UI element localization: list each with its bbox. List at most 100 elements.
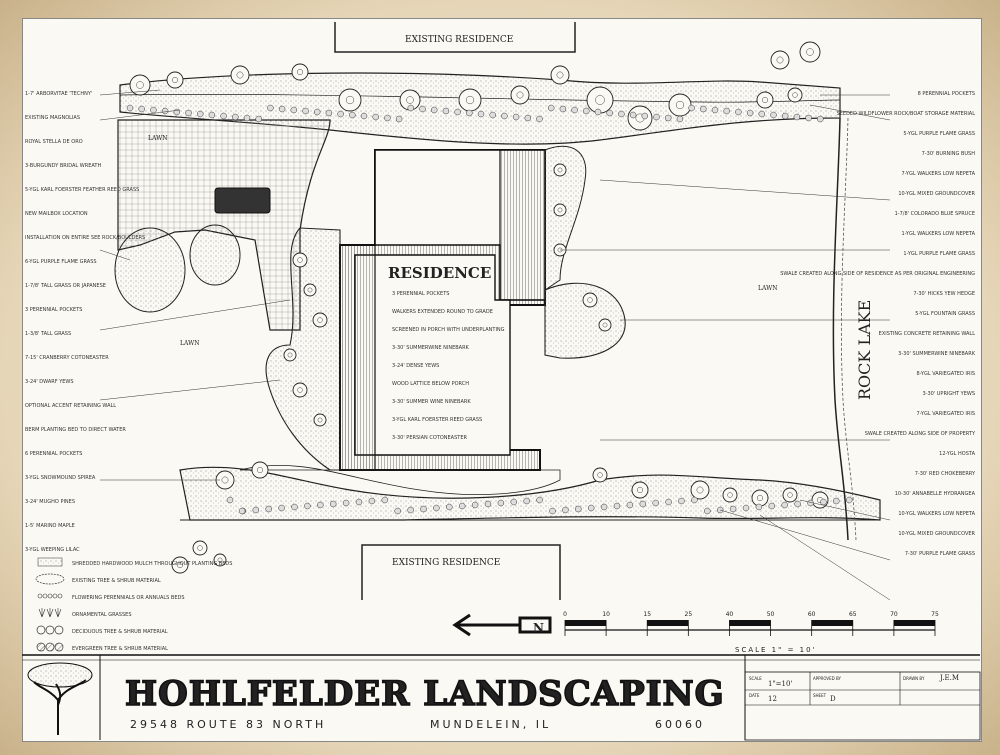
shrub-icon bbox=[433, 504, 440, 512]
plant-note-left: 3-24' DWARF YEWS bbox=[25, 379, 74, 385]
plant-note-right: 10-30' ANNABELLE HYDRANGEA bbox=[895, 491, 976, 497]
company-address: 29548 ROUTE 83 NORTH bbox=[130, 718, 326, 731]
tree-center-icon bbox=[597, 472, 603, 478]
tree-center-icon bbox=[761, 96, 769, 104]
shrub-icon bbox=[368, 497, 376, 505]
tree-center-icon bbox=[287, 352, 293, 358]
shrub-icon bbox=[606, 109, 613, 117]
shrub-icon bbox=[325, 109, 333, 117]
shrub-icon bbox=[735, 108, 742, 116]
scale-label: SCALE 1" = 10' bbox=[735, 646, 817, 654]
shrub-icon bbox=[394, 507, 401, 515]
shrub-icon bbox=[688, 104, 695, 112]
tree-center-icon bbox=[727, 492, 733, 498]
tree-center-icon bbox=[556, 71, 564, 79]
tree-center-icon bbox=[675, 100, 685, 110]
plant-note-left: BERM PLANTING BED TO DIRECT WATER bbox=[25, 427, 126, 433]
scale-tick-label: 0 bbox=[563, 611, 567, 618]
shrub-icon bbox=[161, 107, 169, 115]
plant-note-right: 12-YGL HOSTA bbox=[939, 451, 975, 457]
shrub-icon bbox=[454, 108, 461, 116]
residence-label: RESIDENCE bbox=[388, 264, 491, 282]
plant-note-left: 6-YGL PURPLE FLAME GRASS bbox=[25, 259, 97, 265]
tree-center-icon bbox=[297, 387, 303, 393]
shrub-icon bbox=[817, 115, 824, 123]
plant-note-center: 3-24' DENSE YEWS bbox=[392, 363, 439, 369]
shrub-icon bbox=[536, 496, 543, 504]
shrub-icon bbox=[337, 110, 344, 118]
tree-icon bbox=[338, 88, 362, 112]
tree-icon bbox=[192, 540, 208, 556]
shrub-icon bbox=[442, 107, 450, 115]
shrub-icon bbox=[665, 498, 672, 506]
left-mailbox-bed bbox=[114, 224, 241, 313]
legend-item-label: EVERGREEN TREE & SHRUB MATERIAL bbox=[72, 646, 168, 652]
tree-center-icon bbox=[296, 68, 304, 76]
shrub-icon bbox=[278, 105, 286, 113]
shrub-icon bbox=[805, 114, 812, 122]
shrub-icon bbox=[185, 109, 192, 117]
shrub-icon bbox=[575, 505, 582, 513]
plant-note-right: 10-YGL MIXED GROUNDCOVER bbox=[898, 531, 975, 537]
legend-item-label: DECIDUOUS TREE & SHRUB MATERIAL bbox=[72, 629, 168, 635]
shrub-icon bbox=[501, 112, 508, 120]
shrub-icon bbox=[430, 106, 438, 114]
shrub-icon bbox=[587, 504, 595, 512]
tree-icon bbox=[292, 382, 308, 398]
shrub-icon bbox=[302, 107, 309, 115]
tree-center-icon bbox=[176, 561, 184, 569]
grass-symbol-icon bbox=[46, 608, 54, 618]
shrub-icon bbox=[664, 114, 672, 122]
tree-icon bbox=[251, 461, 269, 479]
tree-icon bbox=[166, 71, 184, 89]
tree-center-icon bbox=[297, 257, 303, 263]
tree-icon bbox=[303, 283, 317, 297]
shrub-icon bbox=[313, 108, 321, 116]
plant-note-right: 10-YGL WALKERS LOW NEPETA bbox=[898, 511, 975, 517]
plant-note-left: 1-7/8' TALL GRASS OR JAPANESE bbox=[25, 283, 106, 289]
tree-center-icon bbox=[792, 92, 798, 98]
shrub-icon bbox=[613, 502, 621, 510]
scale-tick-label: 25 bbox=[685, 611, 693, 618]
plant-note-right: 1-YGL PURPLE FLAME GRASS bbox=[903, 251, 975, 257]
tree-icon bbox=[510, 85, 530, 105]
scale-segment bbox=[565, 620, 607, 626]
legend: SHREDDED HARDWOOD MULCH THROUGHOUT PLANT… bbox=[35, 557, 232, 652]
shrub-icon bbox=[742, 504, 750, 512]
evergreen-symbol-icon bbox=[45, 642, 55, 652]
title-block: HOHLFELDER LANDSCAPING 29548 ROUTE 83 NO… bbox=[22, 654, 981, 741]
scale-segment bbox=[729, 620, 771, 626]
shrub-icon bbox=[700, 105, 707, 113]
shrub-icon bbox=[845, 496, 853, 504]
plant-note-right: SEEDED WILDFLOWER ROCK/BOAT STORAGE MATE… bbox=[837, 111, 976, 117]
tree-center-icon bbox=[756, 494, 764, 502]
leader-lines bbox=[99, 89, 891, 601]
shrub-icon bbox=[267, 104, 274, 112]
plant-note-right: 7-YGL WALKERS LOW NEPETA bbox=[902, 171, 976, 177]
scale-segment bbox=[893, 620, 935, 626]
shrub-icon bbox=[639, 500, 647, 508]
plant-note-left: 3-BURGUNDY BRIDAL WREATH bbox=[25, 163, 101, 169]
shrub-icon bbox=[562, 506, 569, 514]
scale-field-label: SCALE bbox=[749, 676, 762, 681]
tree-icon bbox=[799, 41, 821, 63]
shrub-icon bbox=[676, 115, 684, 123]
tree-icon bbox=[586, 86, 614, 114]
shrub-icon bbox=[291, 503, 298, 511]
tree-icon bbox=[751, 489, 769, 507]
shrub-icon bbox=[226, 496, 234, 504]
shrub-icon bbox=[641, 112, 649, 120]
shrub-icon bbox=[523, 497, 530, 505]
notes-left: 1-7' ARBORVITAE 'TECHNY'EXISTING MAGNOLI… bbox=[25, 91, 145, 553]
shrub-icon bbox=[420, 505, 427, 513]
deciduous-symbol-icon bbox=[54, 625, 64, 635]
car-icon bbox=[214, 187, 271, 214]
shrub-icon bbox=[781, 501, 788, 509]
shrub-icon bbox=[329, 500, 337, 508]
shrub-icon bbox=[723, 107, 730, 115]
shrub-icon bbox=[794, 500, 801, 508]
tree-center-icon bbox=[317, 417, 323, 423]
tree-center-icon bbox=[516, 91, 524, 99]
plant-note-left: 5-YGL KARL FOERSTER FEATHER REED GRASS bbox=[25, 187, 139, 193]
